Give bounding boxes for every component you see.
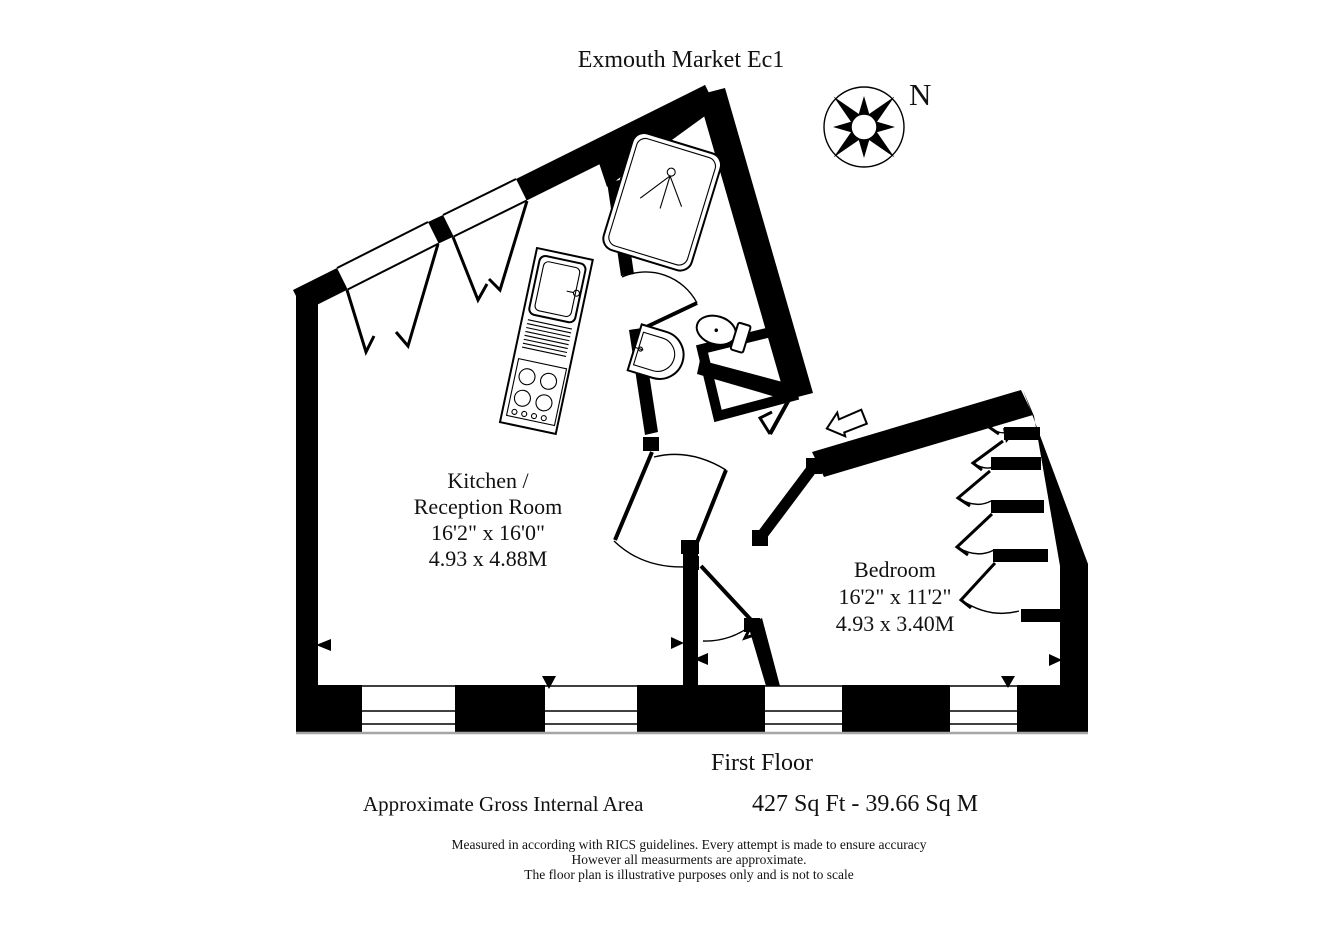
disclaimer-line2: However all measurments are approximate. — [571, 852, 806, 867]
window-icon — [765, 685, 842, 725]
bedroom-dim-imperial: 16'2" x 11'2" — [838, 584, 951, 609]
room-label-bedroom: Bedroom 16'2" x 11'2" 4.93 x 3.40M — [836, 557, 955, 636]
sink-icon — [528, 255, 587, 324]
window-icon — [336, 221, 440, 357]
north-label: N — [909, 77, 931, 112]
doors — [613, 271, 1020, 642]
bedroom-dim-metric: 4.93 x 3.40M — [836, 611, 955, 636]
bathroom-door — [621, 271, 698, 331]
area-label: Approximate Gross Internal Area — [363, 792, 644, 816]
kitchen-label-line2: Reception Room — [414, 494, 562, 519]
floor-label: First Floor — [711, 750, 813, 776]
window-icon — [545, 685, 637, 725]
disclaimer-line1: Measured in according with RICS guidelin… — [452, 837, 927, 852]
entrance-door — [757, 395, 793, 435]
kitchen-counter — [498, 246, 594, 436]
casement-windows — [336, 178, 529, 357]
outer-walls — [293, 85, 1088, 735]
window-icon — [362, 685, 455, 725]
bottom-windows — [362, 685, 1017, 725]
bedroom-label: Bedroom — [854, 557, 936, 582]
window-icon — [950, 685, 1017, 725]
shower-icon — [602, 131, 722, 272]
basin-icon — [626, 323, 685, 380]
bathroom-fixtures — [602, 131, 752, 380]
window-icon — [442, 178, 529, 304]
bedroom-door — [699, 564, 758, 642]
kitchen-label-line1: Kitchen / — [447, 468, 529, 493]
room-label-kitchen-reception: Kitchen / Reception Room 16'2" x 16'0" 4… — [414, 468, 562, 571]
cupboard — [695, 324, 800, 423]
footer: First Floor Approximate Gross Internal A… — [363, 750, 978, 882]
drainer-icon — [521, 319, 573, 357]
disclaimer-line3: The floor plan is illustrative purposes … — [524, 867, 854, 882]
kitchen-dim-metric: 4.93 x 4.88M — [429, 546, 548, 571]
hob-icon — [505, 357, 568, 427]
left-wall — [296, 292, 318, 732]
page-title: Exmouth Market Ec1 — [578, 47, 785, 73]
dimension-markers — [316, 428, 1062, 689]
entry-arrow-icon — [825, 408, 869, 439]
toilet-icon — [695, 314, 752, 354]
kitchen-dim-imperial: 16'2" x 16'0" — [431, 520, 545, 545]
area-value: 427 Sq Ft - 39.66 Sq M — [752, 791, 978, 817]
compass-rose-icon: N — [823, 77, 931, 168]
reception-doors — [613, 451, 728, 568]
